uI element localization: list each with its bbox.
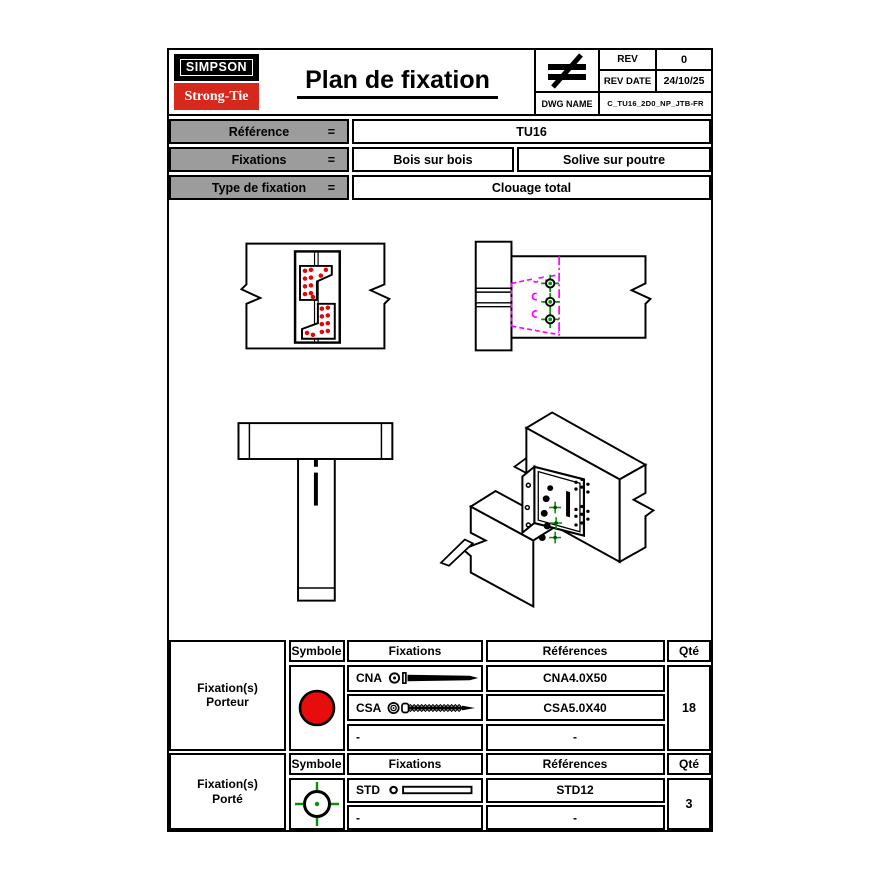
symbole-header: Symbole [288, 640, 345, 662]
group-label-line1: Fixation(s) [197, 680, 258, 695]
sheet-header: SIMPSON Strong-Tie Plan de fixation REV … [169, 50, 711, 116]
fixations-value-2: Solive sur poutre [517, 147, 711, 172]
fixations-header: Fixations [347, 753, 483, 775]
fixations-row: Fixations = Bois sur bois Solive sur pou… [169, 147, 711, 172]
green-crosshair-symbol [294, 781, 339, 826]
references-header: Références [485, 753, 665, 775]
logo-strongtie: Strong-Tie [174, 83, 259, 110]
qty-header: Qté [667, 640, 711, 662]
side-view-drawing [474, 240, 653, 352]
isometric-view-drawing [439, 411, 656, 609]
equals-sign: = [327, 124, 335, 139]
fixation-ref: STD12 [485, 777, 665, 803]
reference-value: TU16 [352, 119, 711, 144]
references-header: Références [485, 640, 665, 662]
reference-label: Référence [228, 124, 290, 139]
logo-simpson-text: SIMPSON [179, 58, 254, 77]
porte-qty: 3 [667, 777, 711, 830]
beam-edge-lines [475, 287, 512, 308]
porte-fixation-table: Fixation(s) Porté Symbole Fixations Réfé… [169, 753, 711, 830]
symbole-header: Symbole [288, 753, 345, 775]
fixation-type-label-cell: Type de fixation = [169, 175, 349, 200]
ring-shank-nail-icon [388, 672, 479, 684]
title-block: REV 0 REV DATE 24/10/25 DWG NAME C_TU16_… [534, 50, 711, 114]
dowel-icon [389, 785, 473, 795]
rev-label: REV [600, 50, 657, 71]
page-title: Plan de fixation [297, 66, 498, 99]
reference-label-cell: Référence = [169, 119, 349, 144]
fixation-code: STD [356, 783, 380, 797]
reference-row: Référence = TU16 [169, 119, 711, 144]
iso-nail-heads [538, 477, 590, 541]
fixation-row-empty: - [347, 805, 483, 830]
porteur-qty: 18 [667, 664, 711, 751]
drawing-sheet: SIMPSON Strong-Tie Plan de fixation REV … [167, 48, 713, 832]
logo-strongtie-text: Strong-Tie [184, 88, 249, 104]
iso-holes [524, 482, 532, 528]
plan-view-drawing [237, 422, 394, 602]
dwg-name-value: C_TU16_2D0_NP_JTB-FR [607, 99, 704, 108]
group-label-line2: Porteur [206, 695, 249, 710]
fixations-label-cell: Fixations = [169, 147, 349, 172]
porteur-fixation-table: Fixation(s) Porteur Symbole Fixations Ré… [169, 640, 711, 751]
porteur-symbol-cell [288, 664, 345, 751]
not-equal-icon [536, 50, 600, 93]
fixation-type-row: Type de fixation = Clouage total [169, 175, 711, 200]
equals-sign: = [327, 152, 335, 167]
nail-dots-upper [302, 267, 329, 300]
equals-sign: = [327, 180, 335, 195]
simpson-strongtie-logo: SIMPSON Strong-Tie [169, 50, 261, 114]
fixation-row-std: STD [347, 777, 483, 803]
porteur-group-label: Fixation(s) Porteur [169, 640, 286, 751]
fixations-label: Fixations [231, 152, 287, 167]
dwg-name-label: DWG NAME [536, 93, 600, 114]
fixation-ref: CNA4.0X50 [485, 664, 665, 692]
fixation-row-csa: CSA [347, 694, 483, 721]
rev-value: 0 [657, 50, 711, 71]
fixation-code: CSA [356, 700, 382, 715]
iso-hanger [521, 464, 590, 544]
drawing-area [169, 200, 711, 638]
nail-dots-lower [304, 305, 331, 338]
title-area: Plan de fixation [261, 50, 534, 114]
red-circle-symbol [298, 689, 335, 726]
fixations-value-1: Bois sur bois [352, 147, 514, 172]
front-section-view-drawing [239, 242, 392, 350]
fixation-ref: - [485, 723, 665, 751]
fixation-ref: CSA5.0X40 [485, 694, 665, 721]
group-label-line1: Fixation(s) [197, 777, 258, 792]
wood-screw-icon [387, 701, 476, 714]
fixation-ref: - [485, 805, 665, 830]
dowel-target-symbols [541, 274, 560, 329]
rev-date-value: 24/10/25 [657, 71, 711, 93]
fixation-type-label: Type de fixation [211, 180, 307, 195]
fixation-code: CNA [356, 671, 382, 685]
group-label-line2: Porté [212, 791, 243, 806]
fixation-type-value: Clouage total [352, 175, 711, 200]
rev-date-label: REV DATE [600, 71, 657, 93]
porte-group-label: Fixation(s) Porté [169, 753, 286, 830]
qty-header: Qté [667, 753, 711, 775]
reference-table: Référence = TU16 Fixations = Bois sur bo… [169, 119, 711, 200]
porte-symbol-cell [288, 777, 345, 830]
fixations-header: Fixations [347, 640, 483, 662]
fixation-row-empty: - [347, 723, 483, 751]
logo-simpson: SIMPSON [174, 54, 259, 81]
technical-drawings [237, 240, 656, 609]
iso-dowel-targets [549, 501, 563, 544]
fixation-row-cna: CNA [347, 664, 483, 692]
